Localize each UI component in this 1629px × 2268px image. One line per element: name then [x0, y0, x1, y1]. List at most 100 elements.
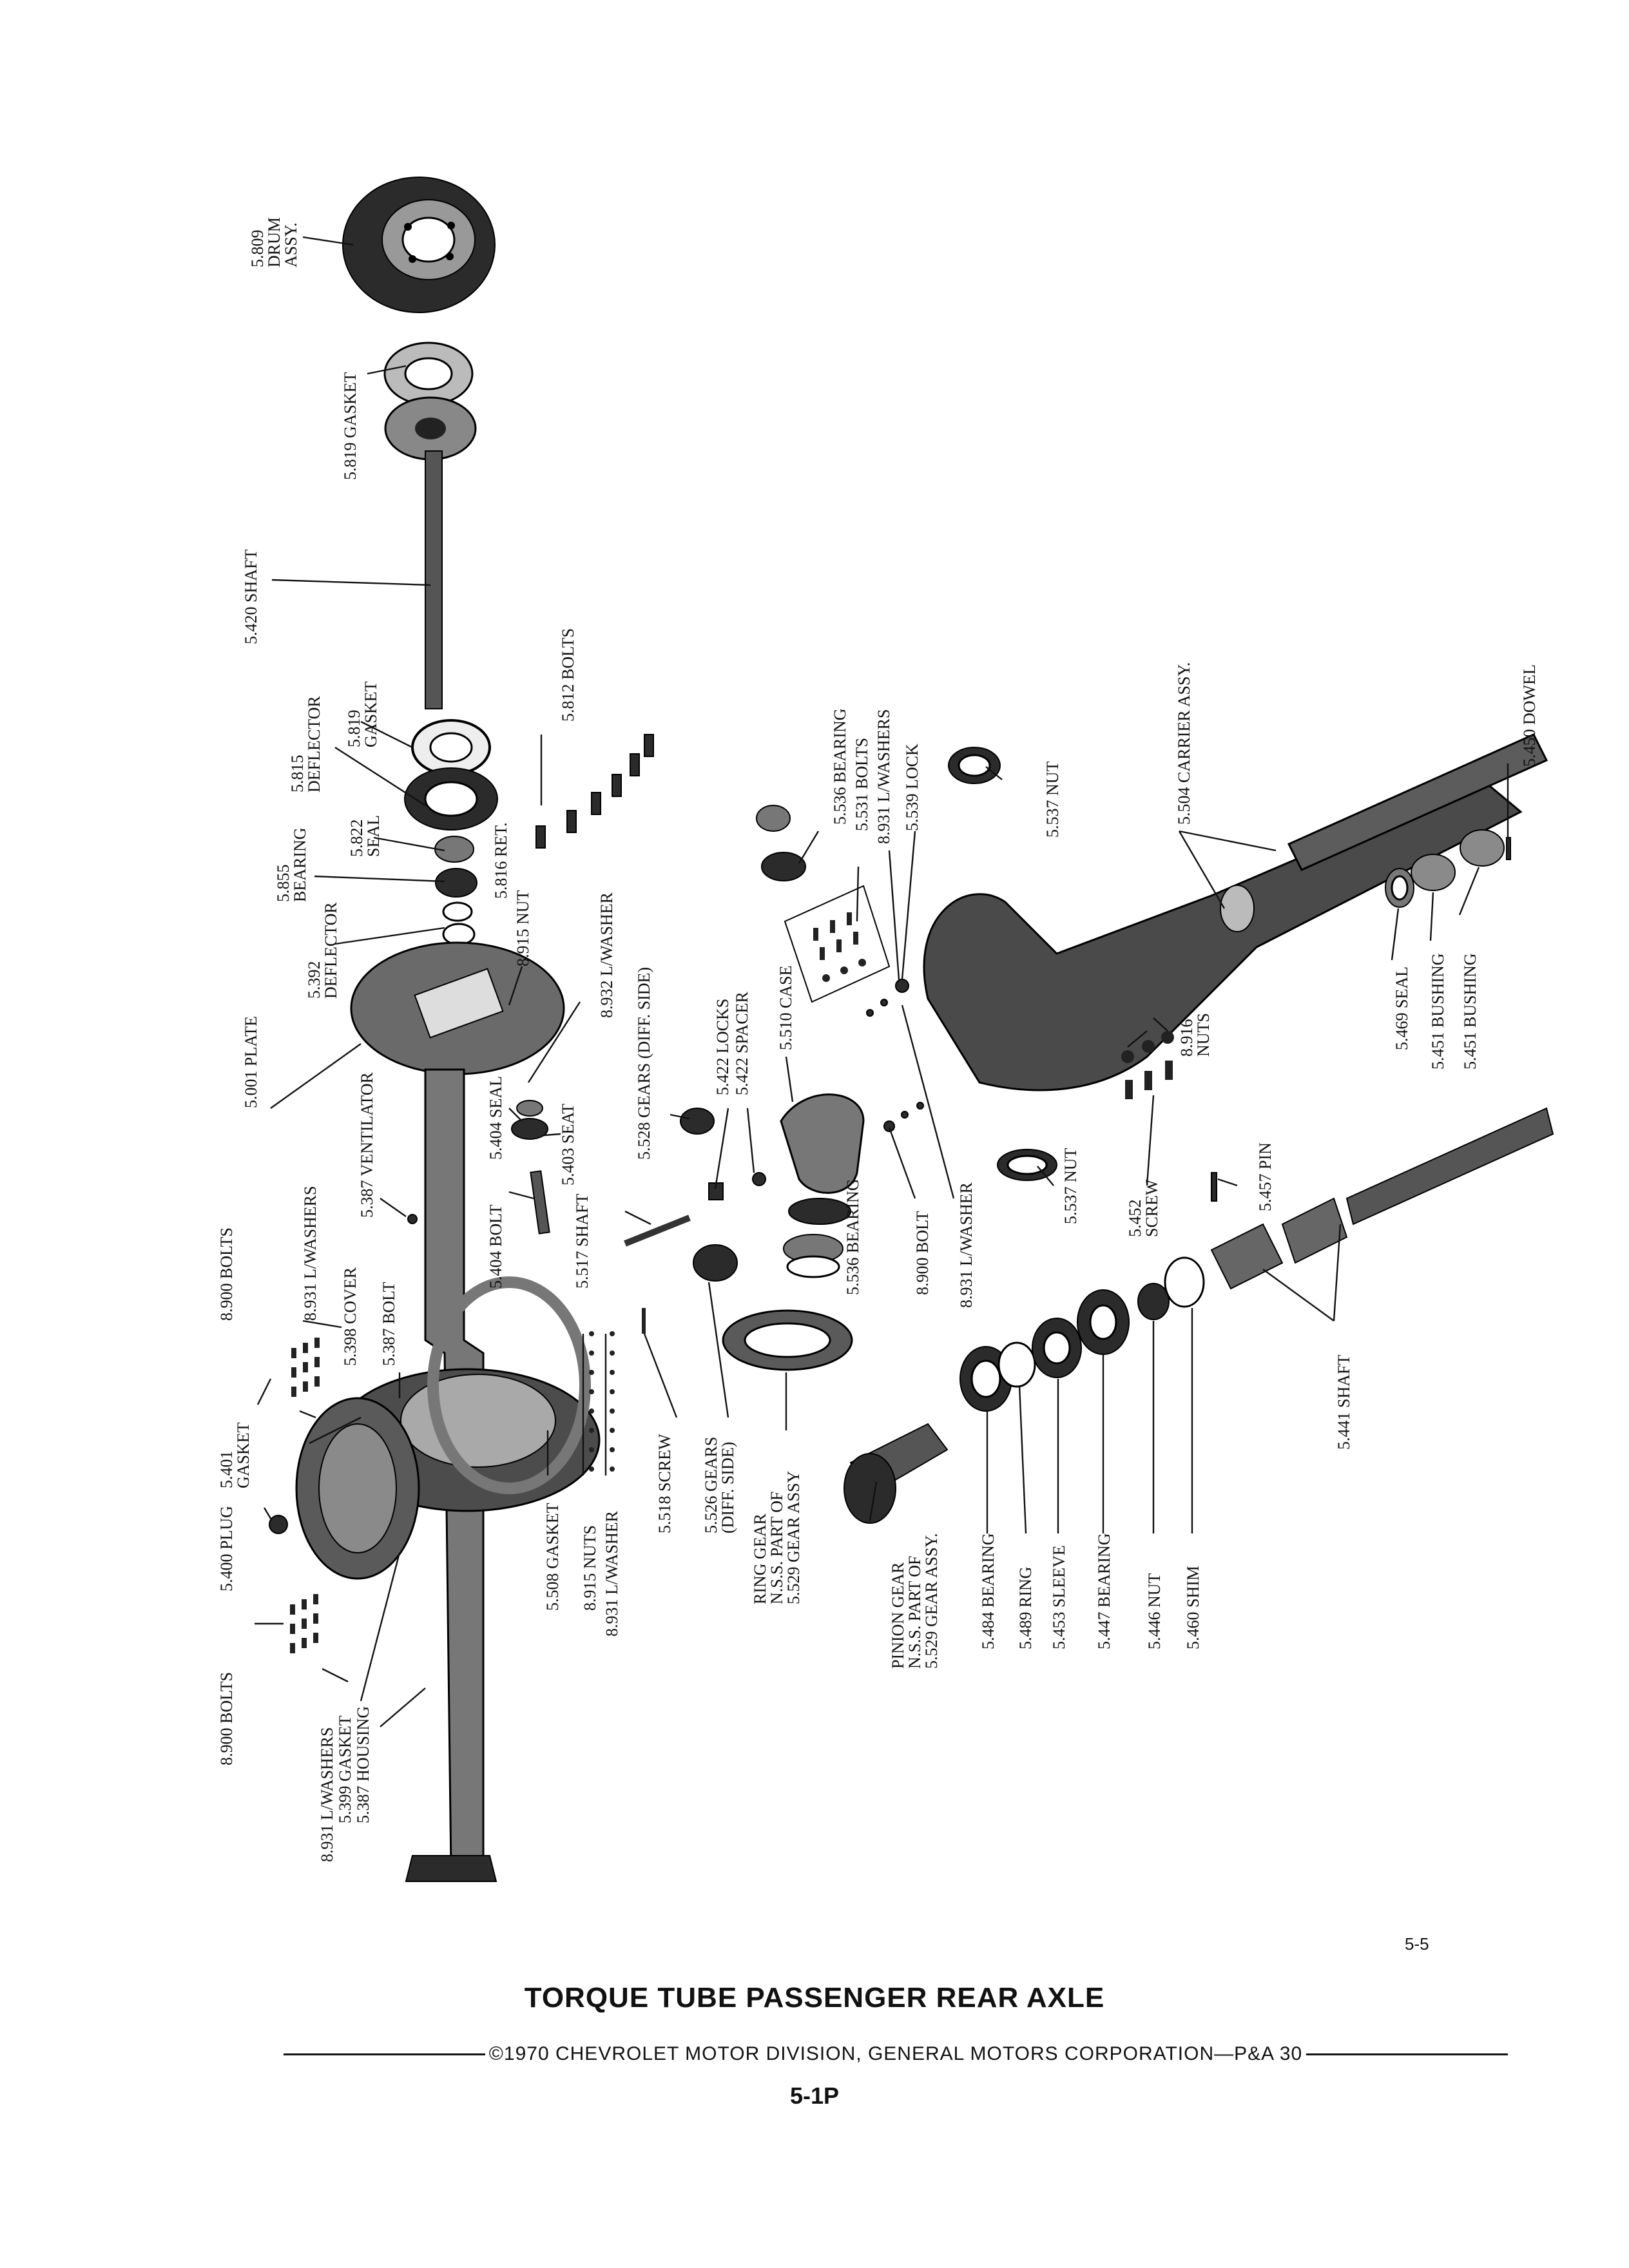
label-ring-gear-1: RING GEAR — [751, 1514, 769, 1604]
label-seat-5403: 5.403 SEAT — [559, 1104, 577, 1186]
label-cover-5398: 5.398 COVER — [341, 1267, 360, 1366]
bolts-5812-part — [535, 734, 654, 849]
screw-washer-column — [589, 1308, 646, 1472]
differential-parts — [624, 1093, 865, 1282]
label-sleeve-5453: 5.453 SLEEVE — [1050, 1545, 1068, 1649]
label-pinion-2: N.S.S. PART OF — [905, 1556, 924, 1669]
page-title: TORQUE TUBE PASSENGER REAR AXLE — [524, 1982, 1105, 2013]
label-bearing-5855-2: BEARING — [291, 827, 309, 902]
label-gasket-5508: 5.508 GASKET — [543, 1503, 562, 1611]
label-drum: 5.809 — [248, 230, 267, 268]
label-locks-5422: 5.422 LOCKS — [713, 999, 732, 1095]
label-shaft-5517: 5.517 SHAFT — [573, 1194, 592, 1289]
label-case-5510: 5.510 CASE — [776, 966, 795, 1050]
label-nuts-8915: 8.915 NUTS — [581, 1525, 599, 1611]
plate-id: 5-1P — [789, 2082, 840, 2109]
label-dowel-5450: 5.450 DOWEL — [1520, 664, 1539, 767]
label-drum-2: DRUM — [265, 217, 284, 267]
label-bushing-5451b: 5.451 BUSHING — [1461, 953, 1480, 1070]
label-nut-8915: 8.915 NUT — [514, 890, 532, 966]
label-nut-5446: 5.446 NUT — [1145, 1573, 1164, 1649]
label-gears-5526-1: 5.526 GEARS — [702, 1437, 720, 1533]
carrier-assembly-part — [923, 733, 1548, 1091]
parts-illustration — [269, 177, 1554, 1882]
label-gasket-5819b-1: 5.819 — [345, 710, 363, 748]
label-shim-5460: 5.460 SHIM — [1184, 1566, 1202, 1649]
label-nut-5537a: 5.537 NUT — [1043, 761, 1062, 838]
cover-bolts-lower — [290, 1594, 318, 1653]
drive-shaft-part — [1210, 1107, 1554, 1290]
copyright-text: ©1970 CHEVROLET MOTOR DIVISION, GENERAL … — [488, 2043, 1303, 2064]
cover-bolts-upper — [291, 1338, 320, 1397]
label-seal-5404: 5.404 SEAL — [487, 1076, 505, 1160]
label-bushing-5451a: 5.451 BUSHING — [1429, 953, 1447, 1070]
label-nut-5537b: 5.537 NUT — [1061, 1148, 1080, 1224]
page-number: 5-5 — [1405, 1934, 1429, 1954]
label-bolts-8900a: 8.900 BOLTS — [217, 1227, 236, 1321]
label-gasket-5399: 5.399 GASKET — [336, 1715, 354, 1823]
label-deflector-5815-2: DEFLECTOR — [305, 696, 323, 793]
label-deflector-5392-2: DEFLECTOR — [322, 902, 340, 999]
label-lwashers-8931a: 8.931 L/WASHERS — [301, 1186, 320, 1321]
label-plate-5001: 5.001 PLATE — [242, 1016, 260, 1108]
label-gasket-5819a: 5.819 GASKET — [341, 372, 360, 480]
label-pinion-1: PINION GEAR — [889, 1562, 907, 1669]
label-lwasher-8932: 8.932 L/WASHER — [597, 892, 616, 1018]
right-rule — [1306, 2053, 1508, 2055]
label-bolts-8900b: 8.900 BOLTS — [217, 1672, 236, 1765]
part-labels: 5.809 DRUM ASSY. 5.819 GASKET 5.420 SHAF… — [217, 217, 1539, 1862]
label-seal-5822-1: 5.822 — [347, 820, 366, 858]
copyright-line: ©1970 CHEVROLET MOTOR DIVISION, GENERAL … — [284, 2041, 1508, 2067]
label-lock-5539: 5.539 LOCK — [903, 744, 921, 831]
label-lwasher-8931c: 8.931 L/WASHER — [602, 1510, 621, 1637]
label-bearing-5536b: 5.536 BEARING — [843, 1178, 862, 1295]
label-carrier-5504: 5.504 CARRIER ASSY. — [1175, 662, 1193, 825]
label-drum-3: ASSY. — [282, 222, 300, 267]
label-spacer-5422: 5.422 SPACER — [733, 991, 751, 1095]
label-deflector-5392-1: 5.392 — [305, 961, 323, 999]
label-bearing-5484: 5.484 BEARING — [979, 1533, 998, 1649]
label-seal-5469: 5.469 SEAL — [1393, 966, 1411, 1050]
label-seal-5822-2: SEAL — [364, 815, 383, 857]
label-nuts-8916-1: 8.916 — [1177, 1019, 1196, 1057]
label-bolt-5404: 5.404 BOLT — [487, 1204, 505, 1289]
label-screw-5452-1: 5.452 — [1126, 1200, 1144, 1238]
label-ring-5489: 5.489 RING — [1016, 1566, 1035, 1649]
label-nuts-8916-2: NUTS — [1194, 1013, 1213, 1057]
label-ret-5816: 5.816 RET. — [492, 822, 510, 899]
label-gears-5528: 5.528 GEARS (DIFF. SIDE) — [635, 967, 653, 1160]
label-pinion-3: 5.529 GEAR ASSY. — [922, 1533, 941, 1669]
label-shaft-5420: 5.420 SHAFT — [242, 550, 260, 644]
label-bearing-5447: 5.447 BEARING — [1095, 1533, 1113, 1649]
label-bearing-5855-1: 5.855 — [274, 865, 293, 903]
bolts-5531-part — [784, 885, 891, 1003]
label-ring-gear-2: N.S.S. PART OF — [767, 1492, 786, 1604]
label-screw-5452-2: SCREW — [1142, 1179, 1161, 1237]
brake-drum-part — [342, 177, 496, 313]
label-lwasher-8931e: 8.931 L/WASHER — [957, 1182, 976, 1308]
label-bearing-5536a: 5.536 BEARING — [831, 708, 849, 825]
label-pin-5457: 5.457 PIN — [1256, 1142, 1275, 1211]
label-gears-5526-2: (DIFF. SIDE) — [718, 1442, 737, 1533]
label-deflector-5815-1: 5.815 — [288, 755, 307, 793]
label-plug-5400: 5.400 PLUG — [217, 1506, 236, 1591]
label-gasket-5401-2: GASKET — [234, 1422, 253, 1488]
ring-gear-part — [722, 1309, 853, 1371]
axle-shaft-part — [384, 396, 477, 709]
label-screw-5518: 5.518 SCREW — [655, 1434, 674, 1533]
label-bolts-5812: 5.812 BOLTS — [559, 628, 577, 722]
leader-lines — [255, 236, 1509, 1727]
label-ring-gear-3: 5.529 GEAR ASSY — [784, 1470, 803, 1604]
label-ventilator-5387: 5.387 VENTILATOR — [358, 1072, 376, 1218]
label-bolt-8900: 8.900 BOLT — [913, 1211, 932, 1295]
label-gasket-5819b-2: GASKET — [361, 681, 380, 747]
label-bolt-5387: 5.387 BOLT — [380, 1282, 398, 1366]
label-housing-5387: 5.387 HOUSING — [354, 1706, 372, 1823]
carrier-gasket-part — [427, 1276, 591, 1494]
label-bolts-5531: 5.531 BOLTS — [853, 738, 871, 831]
label-gasket-5401-1: 5.401 — [217, 1451, 236, 1489]
label-lwashers-8931b: 8.931 L/WASHERS — [318, 1727, 336, 1862]
label-lwashers-8931d: 8.931 L/WASHERS — [874, 709, 893, 844]
left-rule — [284, 2053, 485, 2055]
